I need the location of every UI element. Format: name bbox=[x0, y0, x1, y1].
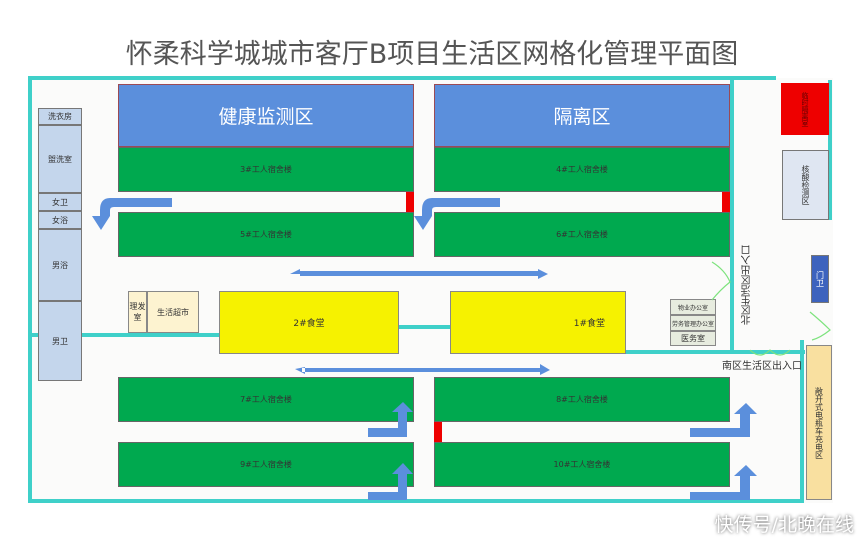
barber-room: 理发室 bbox=[128, 291, 147, 333]
boundary-line bbox=[800, 340, 804, 503]
men-shower: 男浴 bbox=[38, 229, 82, 301]
boundary-line bbox=[28, 76, 32, 503]
door-icon bbox=[809, 311, 831, 341]
arrow-icon bbox=[290, 269, 548, 279]
dorm-5: 5#工人宿舍楼 bbox=[118, 212, 414, 257]
boundary-line bbox=[308, 325, 538, 329]
health-monitoring-zone: 健康监测区 bbox=[118, 84, 414, 147]
arrow-icon bbox=[295, 364, 550, 375]
arrow-icon bbox=[368, 463, 413, 500]
south-entrance-label: 南区生活区出入口 bbox=[722, 361, 802, 372]
temp-isolation-room: 临时隔离室 bbox=[781, 83, 829, 135]
arrow-icon bbox=[92, 198, 172, 230]
canteen-1: 1#食堂 bbox=[450, 291, 626, 354]
property-office: 物业办公室 bbox=[670, 299, 716, 315]
door-icon bbox=[711, 261, 731, 301]
laundry-room: 洗衣房 bbox=[38, 108, 82, 125]
dorm-8: 8#工人宿舍楼 bbox=[434, 377, 730, 422]
arrow-icon bbox=[368, 402, 413, 437]
supermarket: 生活超市 bbox=[147, 291, 199, 333]
men-toilet: 男卫 bbox=[38, 301, 82, 381]
boundary-line bbox=[535, 350, 805, 354]
dorm-6: 6#工人宿舍楼 bbox=[434, 212, 730, 257]
gate-marker bbox=[434, 422, 442, 442]
boundary-line bbox=[828, 80, 832, 220]
isolation-zone: 隔离区 bbox=[434, 84, 730, 147]
dorm-7: 7#工人宿舍楼 bbox=[118, 377, 414, 422]
guard-room: 门卫 bbox=[811, 255, 829, 303]
arrow-icon bbox=[690, 403, 757, 437]
women-shower: 女浴 bbox=[38, 211, 82, 229]
labor-office: 劳务管理办公室 bbox=[670, 315, 716, 331]
door-icon bbox=[749, 349, 791, 356]
gate-marker bbox=[722, 192, 730, 212]
page-title: 怀柔科学城城市客厅B项目生活区网格化管理平面图 bbox=[125, 39, 739, 70]
dorm-4: 4#工人宿舍楼 bbox=[434, 147, 730, 192]
nucleic-test-zone: 核酸检测区 bbox=[782, 150, 829, 220]
boundary-line bbox=[28, 76, 776, 80]
boundary-line bbox=[28, 499, 803, 503]
boundary-line bbox=[28, 333, 222, 337]
dorm-9: 9#工人宿舍楼 bbox=[118, 442, 414, 487]
ev-charging-zone: 敞开式电瓶车充电区 bbox=[806, 345, 832, 500]
medical-room: 医务室 bbox=[670, 331, 716, 346]
watermark: 快传号/北晚在线 bbox=[714, 514, 854, 536]
arrow-icon bbox=[414, 198, 500, 230]
arrow-icon bbox=[690, 465, 757, 500]
dorm-3: 3#工人宿舍楼 bbox=[118, 147, 414, 192]
canteen-2: 2#食堂 bbox=[219, 291, 399, 354]
dorm-10: 10#工人宿舍楼 bbox=[434, 442, 730, 487]
gate-marker bbox=[406, 192, 414, 212]
washroom: 盥洗室 bbox=[38, 125, 82, 193]
boundary-line bbox=[730, 80, 734, 350]
women-toilet: 女卫 bbox=[38, 193, 82, 211]
